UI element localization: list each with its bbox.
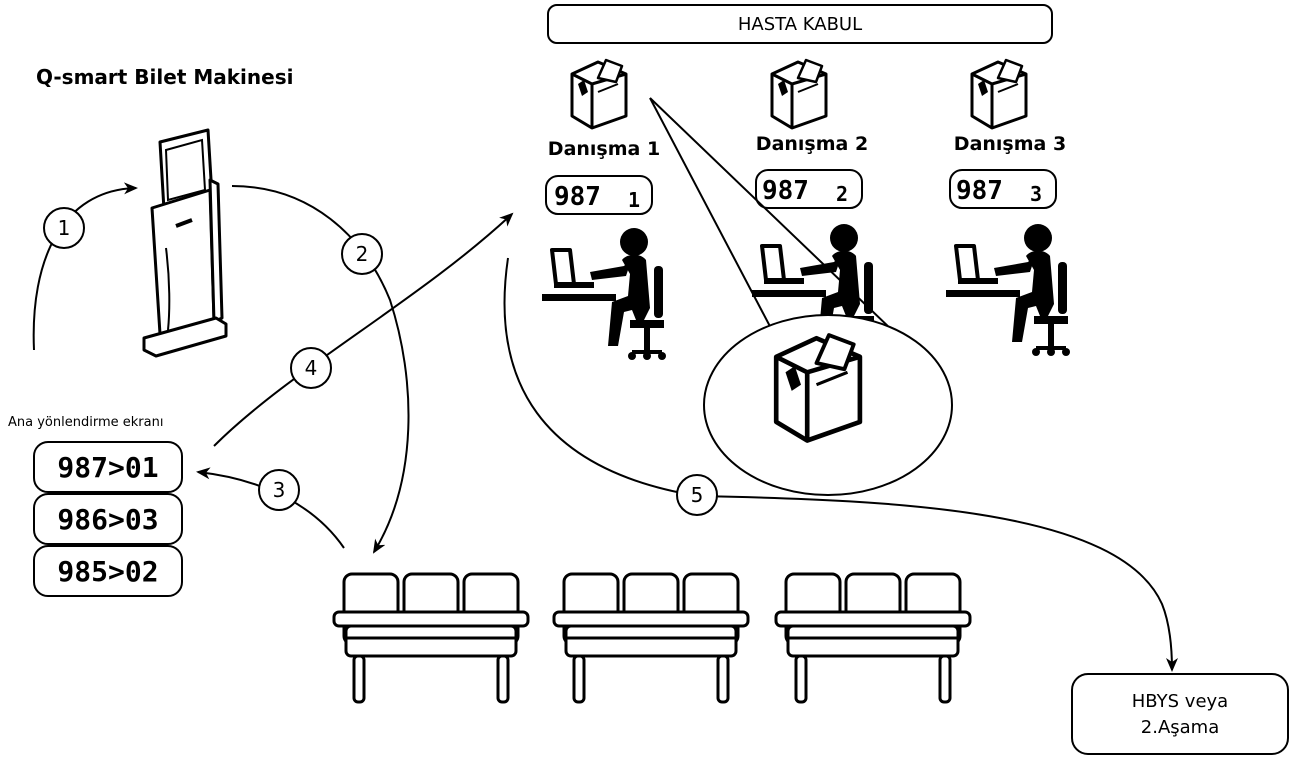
destination-line-2: 2.Aşama — [1141, 717, 1219, 738]
desk-name-2: Danışma 2 — [756, 133, 868, 155]
printer-icon-desk-1 — [570, 58, 628, 130]
flow-arrow-4 — [213, 212, 514, 447]
desk-display-1-number: 987 — [554, 182, 601, 212]
desk-name-3: Danışma 3 — [954, 133, 1066, 155]
kiosk-title: Q-smart Bilet Makinesi — [36, 65, 293, 89]
main-screen: 987>01 986>03 985>02 — [33, 441, 183, 597]
flow-arrow-2 — [231, 185, 410, 554]
step-marker-1: 1 — [43, 207, 85, 249]
step-marker-3: 3 — [258, 469, 300, 511]
desk-display-3-number: 987 — [956, 176, 1003, 206]
desk-display-3: 987 3 — [949, 169, 1057, 209]
flow-arrow-5 — [503, 257, 1178, 672]
desk-display-2-desk: 2 — [836, 182, 848, 206]
main-screen-row-2: 986>03 — [57, 503, 158, 536]
printer-zoom-icon — [776, 335, 860, 440]
waiting-bench-3 — [774, 572, 972, 704]
flow-arrow-1 — [32, 182, 138, 351]
reception-header-box — [547, 4, 1053, 44]
main-screen-label: Ana yönlendirme ekranı — [8, 415, 163, 430]
main-screen-row-3: 985>02 — [57, 555, 158, 588]
desk-worker-icon-3 — [944, 222, 1072, 358]
printer-icon-desk-2 — [770, 58, 828, 130]
desk-display-2: 987 2 — [755, 169, 863, 209]
kiosk-icon — [142, 128, 228, 358]
step-label-1: 1 — [58, 216, 71, 240]
step-marker-2: 2 — [341, 233, 383, 275]
step-label-5: 5 — [691, 483, 704, 507]
desk-display-1-desk: 1 — [628, 188, 640, 212]
desk-worker-icon-1 — [540, 226, 668, 362]
step-marker-4: 4 — [290, 347, 332, 389]
waiting-bench-1 — [332, 572, 530, 704]
step-label-4: 4 — [305, 356, 318, 380]
desk-display-1: 987 1 — [545, 175, 653, 215]
desk-display-3-desk: 3 — [1030, 182, 1042, 206]
destination-line-1: HBYS veya — [1132, 691, 1228, 712]
step-label-3: 3 — [273, 478, 286, 502]
waiting-bench-2 — [552, 572, 750, 704]
reception-header: HASTA KABUL — [738, 14, 862, 35]
destination-box: HBYS veya 2.Aşama — [1071, 673, 1289, 755]
step-marker-5: 5 — [676, 474, 718, 516]
main-screen-row-1: 987>01 — [57, 451, 158, 484]
desk-name-1: Danışma 1 — [548, 138, 660, 160]
desk-display-2-number: 987 — [762, 176, 809, 206]
printer-zoom-callout — [649, 97, 953, 496]
step-label-2: 2 — [356, 242, 369, 266]
printer-icon-desk-3 — [970, 58, 1028, 130]
